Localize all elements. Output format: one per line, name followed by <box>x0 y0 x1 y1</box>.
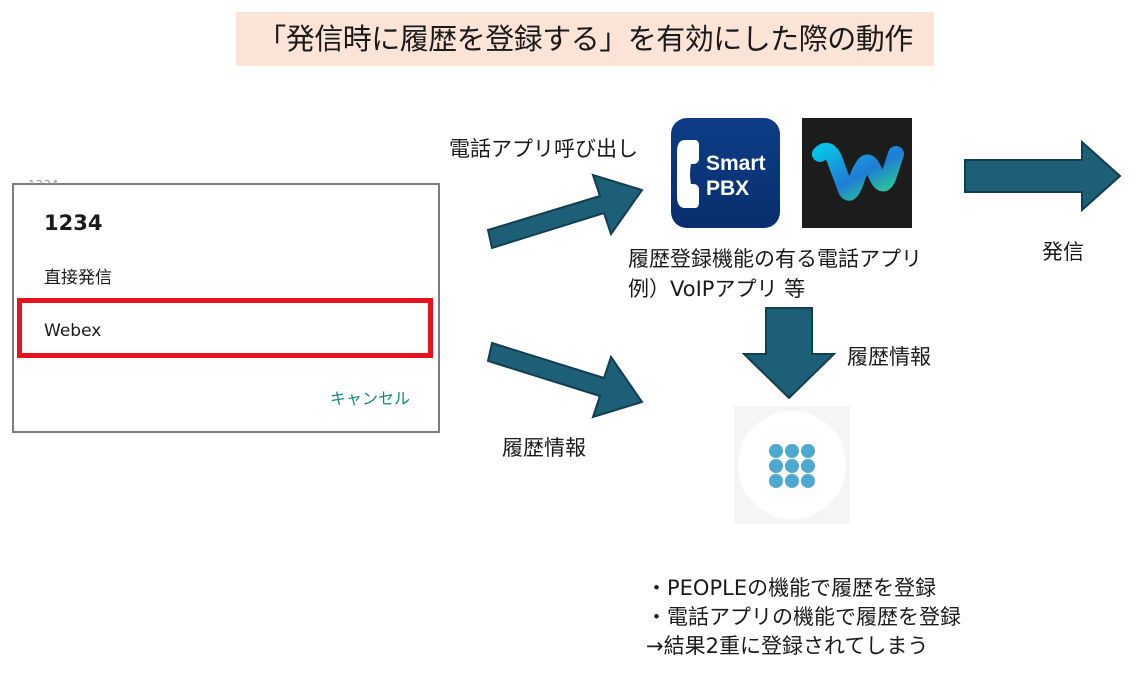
smartpbx-app-icon: Smart PBX <box>671 118 780 228</box>
arrow-to-phone-app <box>486 173 644 250</box>
smartpbx-line1: Smart <box>706 152 766 175</box>
diagram-title: 「発信時に履歴を登録する」を有効にした際の動作 <box>236 12 934 66</box>
history-info-label-right: 履歴情報 <box>847 345 931 369</box>
call-phone-app-label: 電話アプリ呼び出し <box>449 137 638 161</box>
note-phone-app-history: ・電話アプリの機能で履歴を登録 <box>646 605 961 629</box>
cancel-button[interactable]: キャンセル <box>330 389 411 408</box>
app-desc-line2: 例）VoIPアプリ 等 <box>628 277 806 301</box>
webex-app-icon <box>802 118 912 228</box>
people-dialpad-icon <box>734 406 850 524</box>
arrow-to-people <box>486 341 644 419</box>
call-app-chooser-dialog: 1234 1234 直接発信 Webex キャンセル <box>12 178 440 433</box>
app-desc-line1: 履歴登録機能の有る電話アプリ <box>628 247 922 271</box>
dialog-phone-number: 1234 <box>44 211 103 235</box>
note-people-history: ・PEOPLEの機能で履歴を登録 <box>646 576 937 600</box>
smartpbx-line2: PBX <box>706 177 749 200</box>
webex-option[interactable]: Webex <box>44 321 102 341</box>
arrow-outgoing <box>964 140 1122 213</box>
direct-call-option[interactable]: 直接発信 <box>44 268 112 288</box>
arrow-down-history <box>742 307 837 400</box>
history-info-label-lower: 履歴情報 <box>502 436 586 460</box>
note-double-registration: →結果2重に登録されてしまう <box>646 634 929 658</box>
outgoing-label: 発信 <box>1042 240 1084 264</box>
webex-option-highlight <box>17 298 433 358</box>
